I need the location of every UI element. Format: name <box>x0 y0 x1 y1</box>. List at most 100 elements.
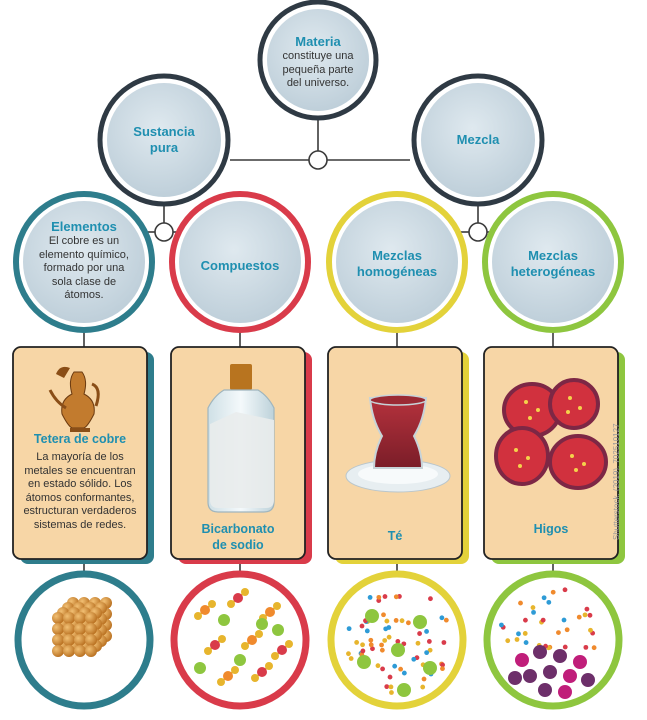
copper-atom <box>63 623 75 635</box>
particle <box>354 640 360 645</box>
card-title: Bicarbonato de sodio <box>201 522 275 552</box>
atom <box>247 635 257 645</box>
particle <box>395 638 401 644</box>
particle <box>384 618 390 624</box>
particle <box>382 594 388 599</box>
card-description: La mayoría de los metales se encuentran … <box>23 451 137 531</box>
atom <box>265 607 275 617</box>
particle <box>516 631 521 637</box>
baking-soda-jar-icon <box>207 364 275 513</box>
particle <box>421 676 427 682</box>
particle <box>405 620 411 626</box>
atom <box>217 678 225 686</box>
copper-atom <box>63 634 75 646</box>
particle <box>588 627 593 633</box>
particle <box>573 655 587 669</box>
particle <box>389 690 394 695</box>
node-sustancia-pura: Sustancia pura <box>124 124 204 156</box>
particle <box>440 662 445 668</box>
atom <box>255 630 263 638</box>
atom <box>227 600 235 608</box>
particle <box>546 599 552 605</box>
particle <box>370 646 375 652</box>
particle <box>397 683 411 697</box>
particle <box>364 628 370 634</box>
particle <box>428 596 433 602</box>
copper-atom <box>52 623 64 635</box>
atom <box>223 671 233 681</box>
copper-atom <box>52 645 64 657</box>
junction-circles <box>154 150 488 242</box>
particle <box>499 622 504 628</box>
particle <box>420 684 426 690</box>
card-title: Té <box>387 529 403 543</box>
atom <box>231 666 239 674</box>
node-title: Elementos <box>51 219 117 234</box>
particle <box>380 666 385 672</box>
tea-glass-icon <box>345 394 451 493</box>
atom <box>218 635 226 643</box>
particle <box>426 639 432 644</box>
heterogeneous-particles-icon <box>483 570 623 710</box>
node-title: Mezcla <box>456 132 500 147</box>
particle <box>582 612 588 618</box>
particle <box>387 674 393 680</box>
particle <box>386 634 392 640</box>
node-description: constituye una pequeña parte del univers… <box>282 50 354 89</box>
particle <box>508 671 522 685</box>
copper-atom <box>85 634 97 646</box>
node-elementos-circle <box>13 191 155 333</box>
particle <box>391 643 405 657</box>
particle <box>561 617 567 623</box>
particle <box>368 642 374 648</box>
node-elementos: Elementos El cobre es un elemento químic… <box>38 219 130 303</box>
homogeneous-particles-icon <box>327 570 467 710</box>
node-mezcla: Mezcla <box>438 132 518 148</box>
particle <box>443 617 449 623</box>
particle <box>581 673 595 687</box>
copper-atom <box>52 612 64 624</box>
particle <box>523 617 528 623</box>
copper-atom <box>74 623 86 635</box>
copper-atom <box>85 645 97 657</box>
particle <box>541 595 547 601</box>
node-mezclas-heterogeneas: Mezclas heterogéneas <box>505 248 601 280</box>
particle <box>392 663 398 669</box>
node-heterogeneas-circle <box>482 191 624 333</box>
atom <box>273 602 281 610</box>
node-materia: Materia constituye una pequeña parte del… <box>276 34 360 91</box>
atom <box>277 645 287 655</box>
card-title: Higos <box>533 522 569 536</box>
card-tetera-text: Tetera de cobre La mayoría de los metale… <box>18 431 142 532</box>
particle <box>379 642 384 648</box>
particle <box>379 647 385 653</box>
particle <box>360 648 366 654</box>
particle <box>514 637 520 642</box>
particle <box>576 614 582 620</box>
particle <box>564 627 570 633</box>
node-compuestos-circle <box>169 191 311 333</box>
particle <box>591 645 597 651</box>
figs-icon <box>494 378 608 490</box>
particle <box>543 665 557 679</box>
particle <box>427 647 433 653</box>
particle <box>383 626 389 632</box>
compound-molecules-icon <box>170 570 310 710</box>
copper-atom <box>74 612 86 624</box>
copper-atom <box>63 645 75 657</box>
particle <box>584 606 590 612</box>
card-title: Tetera de cobre <box>33 432 127 446</box>
copper-atom <box>85 612 97 624</box>
particle <box>424 650 430 656</box>
copper-atom <box>63 612 75 624</box>
particle <box>388 684 394 690</box>
card-te-text: Té <box>345 528 445 544</box>
atom <box>272 624 284 636</box>
node-title: Materia <box>295 34 341 49</box>
particle <box>550 589 556 595</box>
atom <box>241 642 249 650</box>
particle <box>360 642 365 648</box>
particle <box>505 638 511 644</box>
node-title: Mezclas homogéneas <box>356 248 438 279</box>
particle <box>562 587 568 593</box>
